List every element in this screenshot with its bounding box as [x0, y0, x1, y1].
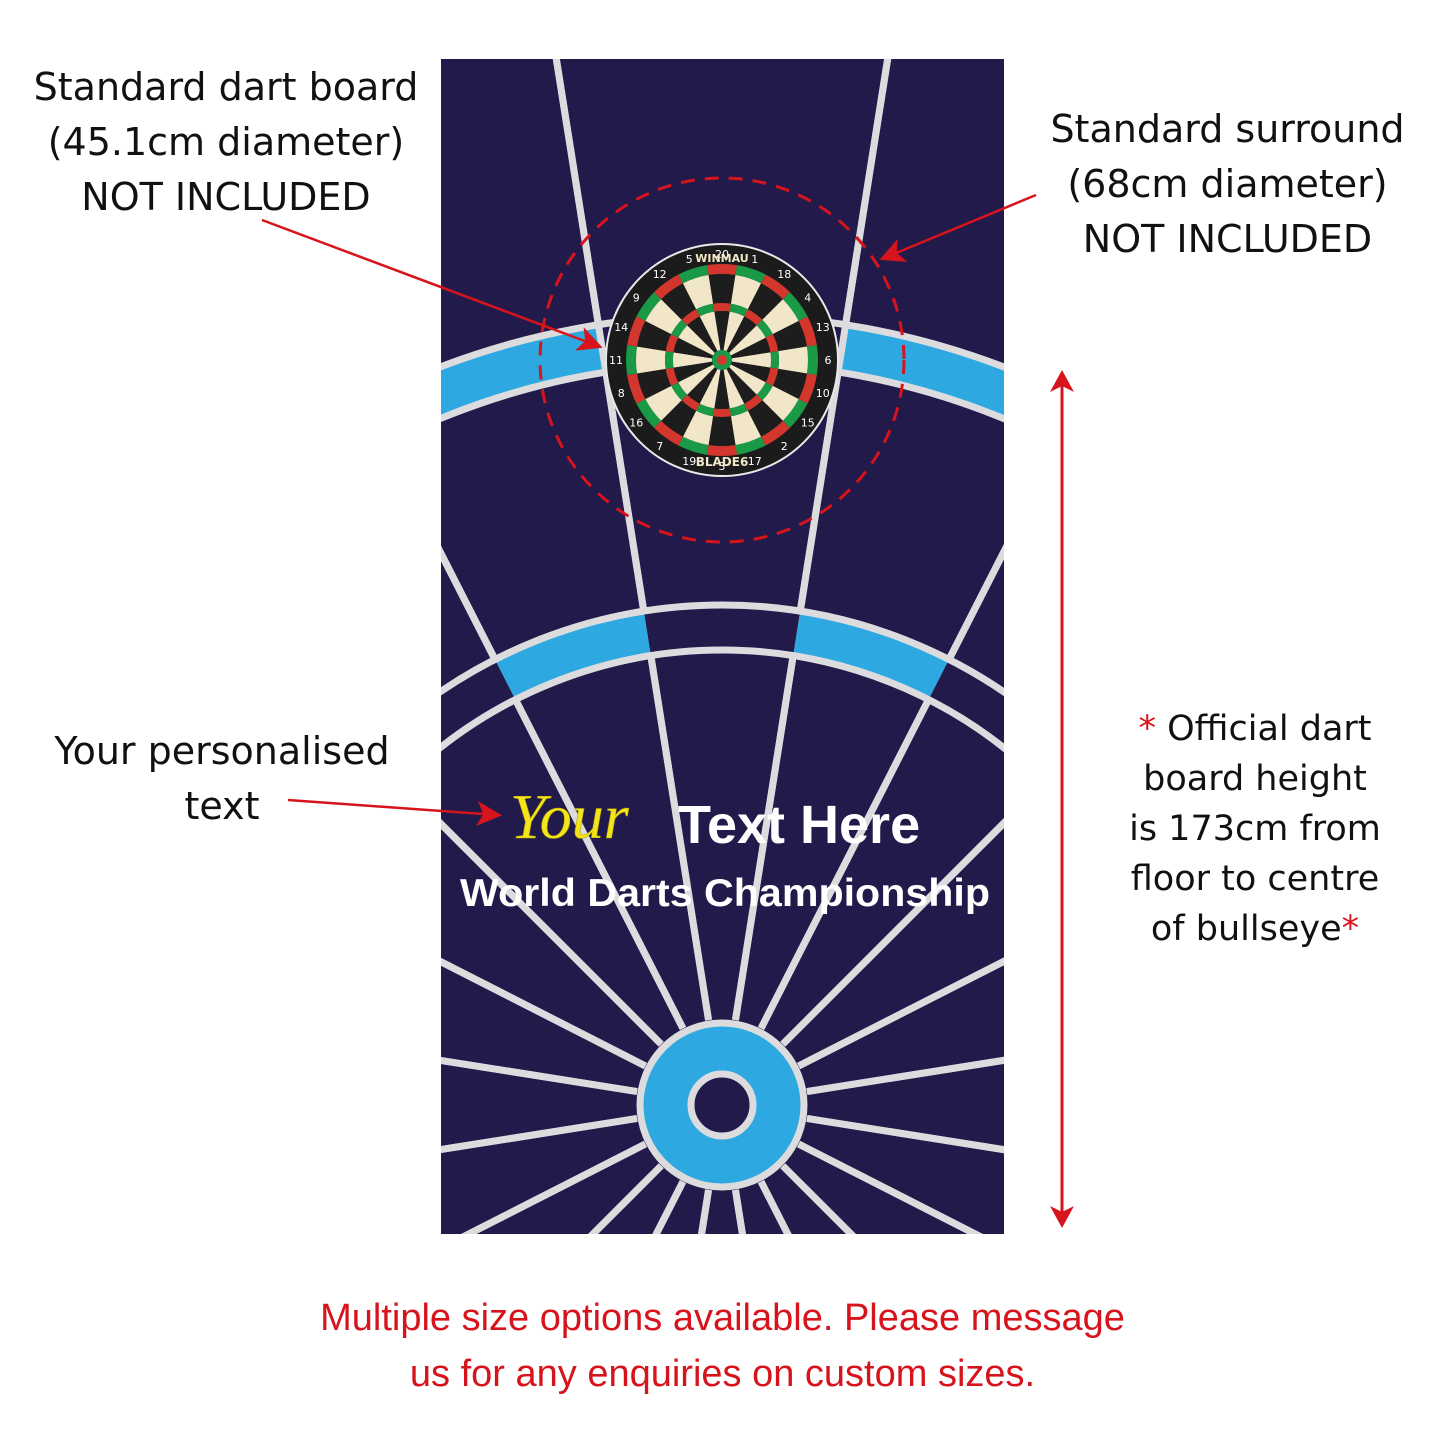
svg-text:19: 19 [682, 455, 696, 468]
svg-text:20: 20 [715, 248, 729, 261]
ring-line [441, 601, 1004, 697]
svg-text:7: 7 [656, 440, 663, 453]
svg-text:14: 14 [614, 321, 628, 334]
svg-text:8: 8 [618, 387, 625, 400]
height-note: * Official dart board height is 173cm fr… [1090, 704, 1420, 954]
surround-outline [538, 176, 906, 544]
label-line: NOT INCLUDED [81, 175, 371, 219]
ring-line [441, 646, 1004, 753]
label-line: (68cm diameter) [1067, 162, 1388, 206]
svg-text:3: 3 [719, 460, 726, 473]
svg-text:WINMAU: WINMAU [695, 252, 749, 265]
label-text: Official dart [1167, 709, 1372, 749]
upper-band-segment [838, 324, 1004, 419]
subtitle-text: World Darts Championship [460, 872, 990, 915]
svg-text:15: 15 [801, 416, 815, 429]
bull-inner-ring [687, 1070, 757, 1140]
lower-band-segment [228, 878, 316, 1034]
label-line: (45.1cm diameter) [47, 120, 405, 164]
personalised-text-arrow [287, 798, 502, 827]
lower-band-segment [793, 611, 949, 700]
label-line: Your personalised [54, 729, 390, 773]
label-line: board height [1143, 759, 1367, 799]
dartboard-label: Standard dart board (45.1cm diameter) NO… [0, 60, 452, 225]
dartboard-arrow [261, 218, 603, 351]
label-line: is 173cm from [1129, 809, 1381, 849]
svg-text:18: 18 [777, 268, 791, 281]
lower-band-segment [495, 611, 651, 700]
upper-band-segment [163, 401, 385, 580]
svg-text:10: 10 [816, 387, 830, 400]
lower-band-segment [222, 1027, 273, 1183]
svg-text:4: 4 [804, 292, 811, 305]
footer-line: us for any enquiries on custom sizes. [409, 1353, 1036, 1395]
footer-note: Multiple size options available. Please … [0, 1290, 1445, 1402]
svg-text:17: 17 [748, 455, 762, 468]
label-text: of bullseye [1150, 909, 1342, 949]
label-line: * Official dart [1090, 704, 1420, 754]
svg-text:1: 1 [751, 253, 758, 266]
headline-text: Text Here [678, 795, 920, 855]
label-line: Standard dart board [33, 65, 419, 109]
script-word: Your [510, 781, 630, 852]
surround-label: Standard surround (68cm diameter) NOT IN… [1010, 102, 1445, 267]
label-line: NOT INCLUDED [1082, 217, 1373, 261]
svg-text:12: 12 [653, 268, 667, 281]
surround-arrow [879, 193, 1037, 262]
lower-band-segment [643, 605, 801, 656]
svg-text:2: 2 [781, 440, 788, 453]
lower-band-segment [929, 1427, 1076, 1445]
label-line: of bullseye* [1090, 904, 1420, 954]
label-line: Standard surround [1050, 107, 1405, 151]
footer-line: Multiple size options available. Please … [320, 1297, 1125, 1339]
asterisk-icon: * [1341, 909, 1360, 949]
asterisk-icon: * [1138, 709, 1156, 749]
svg-text:13: 13 [816, 321, 830, 334]
upper-band-segment [1059, 401, 1281, 580]
svg-text:9: 9 [633, 292, 640, 305]
height-arrow [1050, 370, 1074, 1228]
lower-band-segment [1171, 1027, 1222, 1183]
svg-text:16: 16 [629, 416, 643, 429]
svg-text:11: 11 [609, 354, 623, 367]
personalised-label: Your personalised text [0, 724, 444, 834]
label-line: floor to centre [1130, 859, 1380, 899]
svg-text:6: 6 [825, 354, 832, 367]
svg-text:5: 5 [686, 253, 693, 266]
label-line: text [184, 784, 260, 828]
lower-band-segment [368, 1427, 515, 1445]
upper-band-segment [441, 324, 606, 419]
svg-text:BLADE6: BLADE6 [696, 455, 749, 469]
